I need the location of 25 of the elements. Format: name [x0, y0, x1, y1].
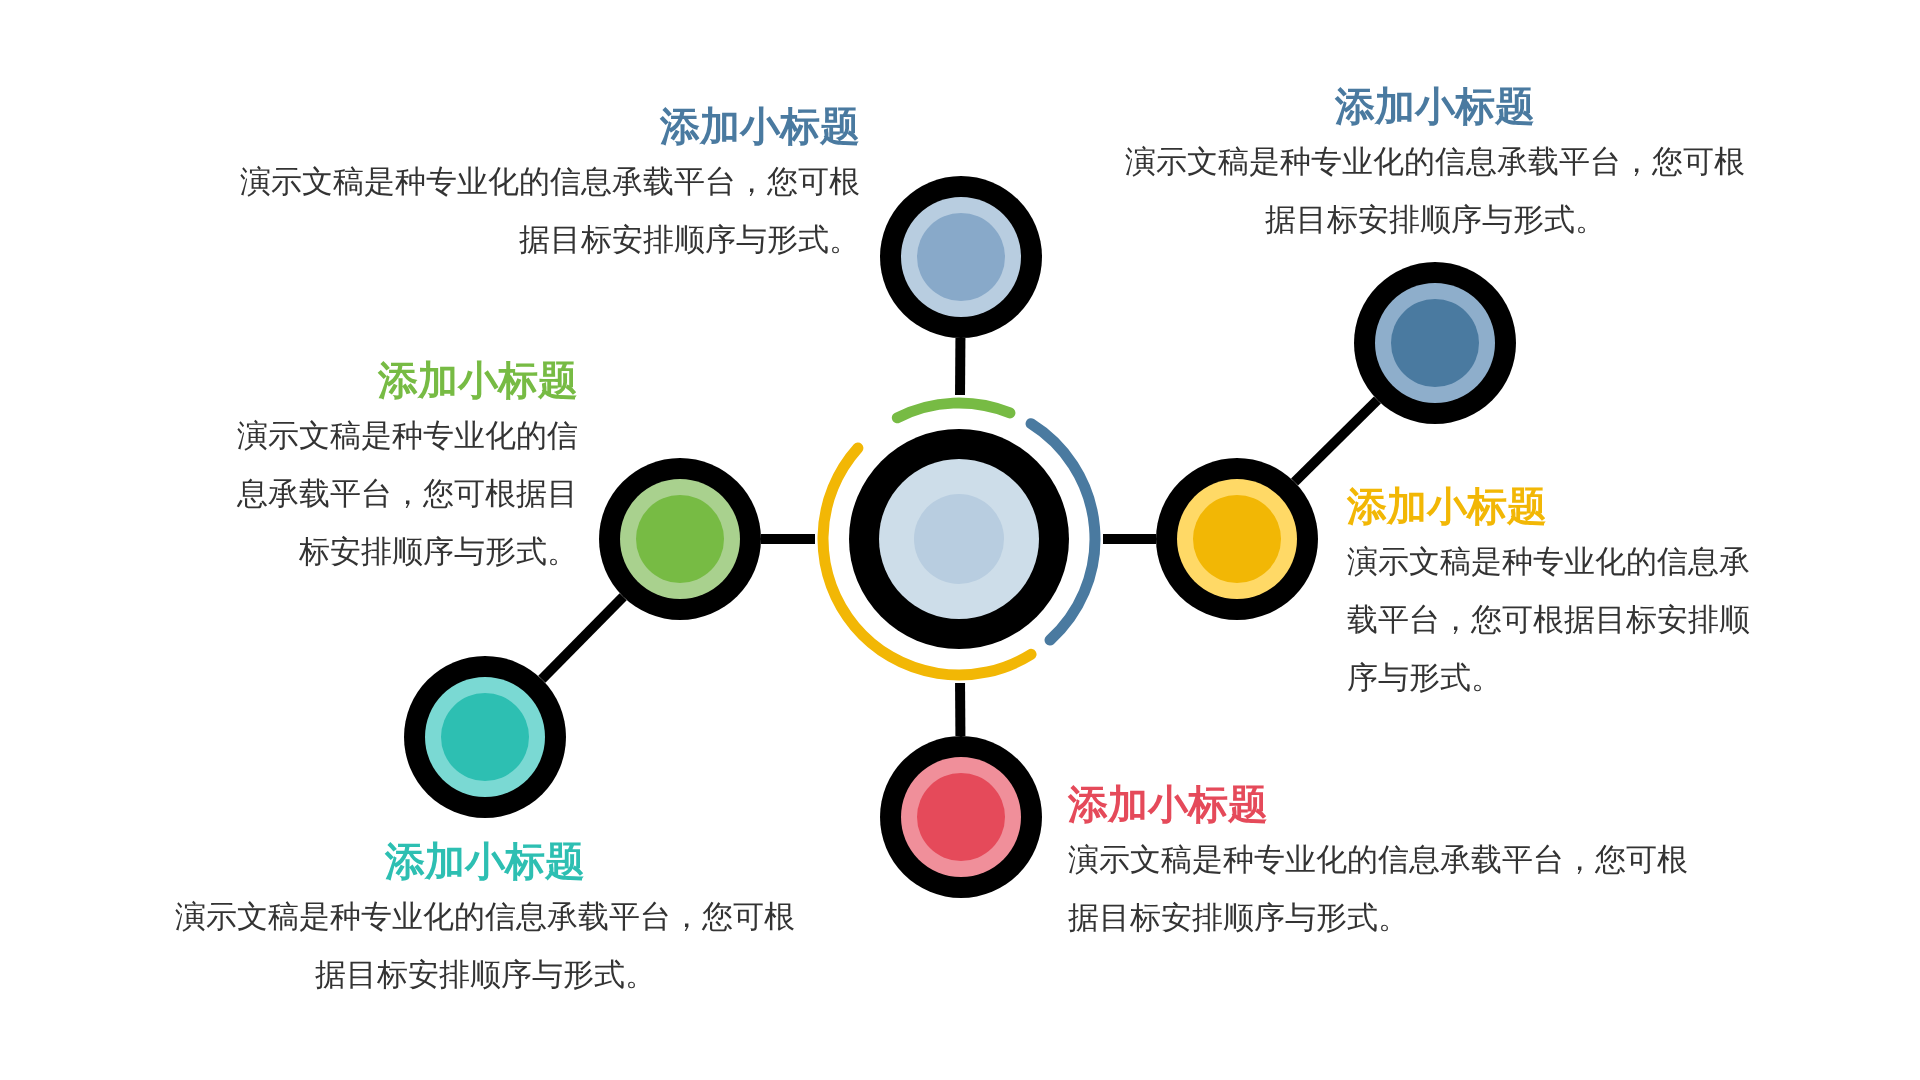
node-circle: [404, 656, 566, 818]
body-text: 演示文稿是种专业化的信息承载平台，您可根据目标安排顺序与形式。: [1068, 840, 1689, 937]
connector-line: [955, 682, 966, 737]
connector-line: [538, 593, 627, 683]
node-circle: [1156, 458, 1318, 620]
subtitle-text: 添加小标题: [378, 357, 578, 403]
connector-line: [1103, 534, 1156, 544]
body-text: 演示文稿是种专业化的信息承载平台，您可根据目标安排顺序与形式。: [1347, 542, 1751, 697]
body-text: 演示文稿是种专业化的信息承载平台，您可根据目标安排顺序与形式。: [1124, 142, 1746, 239]
node-circle: [1354, 262, 1516, 424]
connector-line: [1291, 396, 1381, 486]
connector-line: [955, 337, 966, 396]
subtitle-text: 添加小标题: [385, 838, 585, 884]
subtitle-text: 添加小标题: [1068, 781, 1268, 827]
subtitle-text: 添加小标题: [1335, 83, 1535, 129]
node-circle: [599, 458, 761, 620]
node-circle: [880, 736, 1042, 898]
body-text: 演示文稿是种专业化的信息承载平台，您可根据目标安排顺序与形式。: [240, 162, 860, 259]
node-circle: [880, 176, 1042, 338]
body-text: 演示文稿是种专业化的信息承载平台，您可根据目标安排顺序与形式。: [236, 416, 578, 571]
subtitle-text: 添加小标题: [1347, 483, 1547, 529]
hub-circle: [849, 429, 1069, 649]
subtitle-text: 添加小标题: [660, 103, 860, 149]
body-text: 演示文稿是种专业化的信息承载平台，您可根据目标安排顺序与形式。: [174, 897, 796, 994]
connector-line: [761, 534, 815, 544]
